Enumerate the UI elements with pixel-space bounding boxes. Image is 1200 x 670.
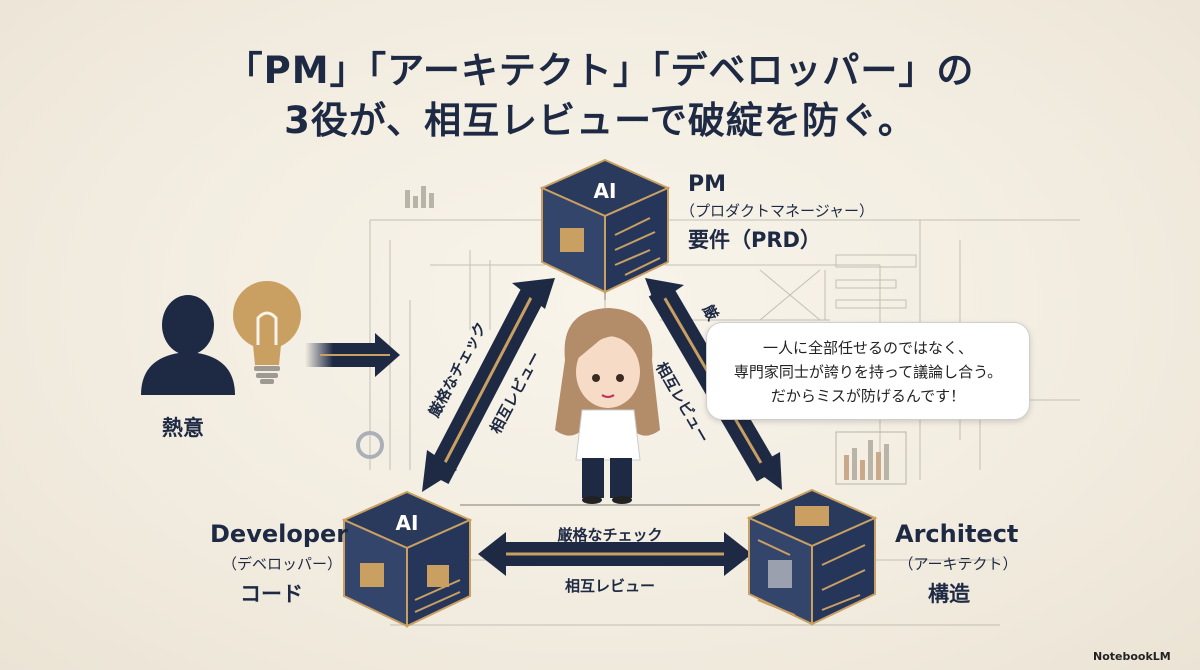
developer-output: コード — [240, 582, 303, 606]
background-bar-chart-top — [405, 186, 434, 208]
architect-cube-icon — [746, 488, 878, 626]
architect-output: 構造 — [928, 582, 970, 606]
pm-ai-cube-icon: AI — [539, 158, 671, 294]
edge-label-strict-check-right: 厳 — [699, 301, 723, 324]
pm-name: PM — [688, 172, 727, 197]
title-line-1: 「PM」「アーキテクト」「デベロッパー」の — [225, 49, 975, 92]
edge-label-strict-check-right-text: 厳 — [699, 301, 723, 324]
speech-bubble-line-3: だからミスが防げるんです！ — [770, 387, 966, 405]
light-bulb-icon — [233, 281, 301, 384]
speech-bubble-line-2: 専門家同士が誇りを持って議論し合う。 — [733, 363, 1003, 381]
arrow-pm-developer — [422, 278, 555, 492]
architect-name: Architect — [895, 520, 1019, 548]
speech-bubble-line-1: 一人に全部任せるのではなく、 — [762, 339, 973, 357]
title-line-2: 3役が、相互レビューで破綻を防ぐ。 — [284, 99, 916, 142]
pm-subtitle: （プロダクトマネージャー） — [680, 202, 874, 220]
edge-label-mutual-review-bottom: 相互レビュー — [565, 577, 655, 595]
input-label: 熱意 — [162, 416, 204, 440]
developer-ai-cube-icon: AI — [341, 490, 473, 628]
guide-character-illustration — [555, 308, 660, 504]
pm-output: 要件（PRD） — [688, 228, 821, 252]
arrow-developer-architect — [478, 532, 752, 576]
pm-cube-ai-text: AI — [594, 179, 617, 203]
developer-cube-ai-text: AI — [396, 511, 419, 535]
person-silhouette-icon — [141, 295, 235, 395]
brand-label: NotebookLM — [1093, 650, 1171, 663]
developer-name: Developer — [210, 520, 349, 548]
edge-label-strict-check-bottom: 厳格なチェック — [557, 526, 662, 544]
architect-subtitle: （アーキテクト） — [898, 555, 1018, 573]
background-bar-chart-right — [835, 431, 907, 485]
input-arrow-icon — [305, 333, 400, 377]
developer-subtitle: （デベロッパー） — [221, 555, 342, 573]
speech-bubble: 一人に全部任せるのではなく、 専門家同士が誇りを持って議論し合う。 だからミスが… — [706, 322, 1030, 420]
